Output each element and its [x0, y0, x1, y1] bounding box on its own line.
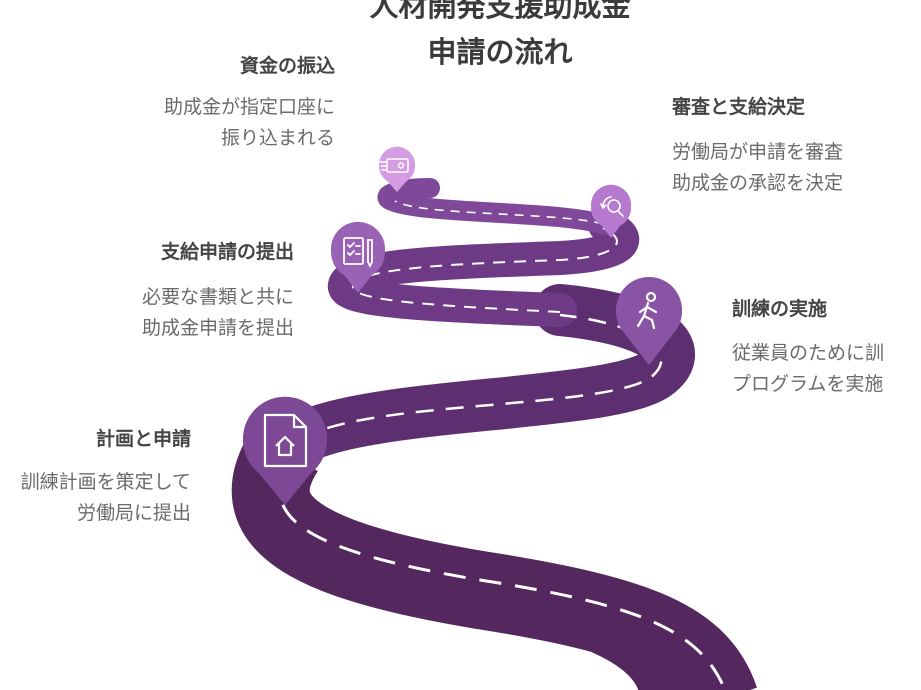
step-heading-training: 訓練の実施: [732, 298, 828, 320]
step-desc-line: 労働局に提出: [76, 502, 191, 524]
road-center-line-lower-mid: [299, 313, 663, 442]
step-heading-application: 支給申請の提出: [160, 241, 294, 263]
checklist-pen-icon: [343, 237, 373, 269]
step-desc-transfer: 助成金が指定口座に 振り込まれる: [164, 92, 335, 154]
marker-training: [616, 277, 682, 365]
money-transfer-icon: [379, 158, 409, 173]
diagram-title-line1: 人材開発支援助成金: [369, 0, 631, 23]
road-segment-lower-mid: [259, 284, 695, 476]
step-desc-training: 従業員のために訓 プログラムを実施: [732, 338, 884, 400]
step-heading-transfer: 資金の振込: [239, 55, 335, 77]
step-desc-plan: 訓練計画を策定して 労働局に提出: [21, 467, 191, 529]
step-desc-application: 必要な書類と共に 助成金申請を提出: [142, 282, 294, 344]
document-home-icon: [263, 413, 308, 468]
step-desc-line: 訓練計画を策定して: [20, 471, 191, 493]
step-desc-line: 振り込まれる: [220, 127, 335, 149]
step-desc-line: 助成金申請を提出: [141, 317, 294, 339]
diagram-title-line2: 申請の流れ: [427, 35, 573, 69]
step-desc-line: 労働局が申請を審査: [672, 141, 844, 163]
road-center-line-middle: [352, 227, 618, 313]
marker-review: [591, 184, 631, 238]
step-heading-plan: 計画と申請: [95, 428, 191, 450]
step-desc-line: 助成金の承認を決定: [672, 172, 844, 194]
step-heading-review: 審査と支給決定: [672, 96, 806, 118]
step-desc-review: 労働局が申請を審査 助成金の承認を決定: [672, 137, 843, 199]
road-segment-upper: [377, 178, 615, 235]
road-center-line-bottom: [278, 469, 727, 690]
marker-application: [331, 221, 385, 293]
step-desc-line: プログラムを実施: [732, 373, 884, 395]
marker-plan: [242, 396, 327, 505]
marker-transfer: [379, 146, 415, 192]
road-center-line-upper: [394, 200, 604, 225]
step-desc-line: 助成金が指定口座に: [163, 96, 335, 118]
step-desc-line: 必要な書類と共に: [141, 286, 294, 308]
road-segment-bottom: [231, 428, 757, 690]
running-person-icon: [636, 291, 658, 330]
review-magnifier-icon: [600, 196, 624, 217]
step-desc-line: 従業員のために訓: [732, 342, 885, 364]
